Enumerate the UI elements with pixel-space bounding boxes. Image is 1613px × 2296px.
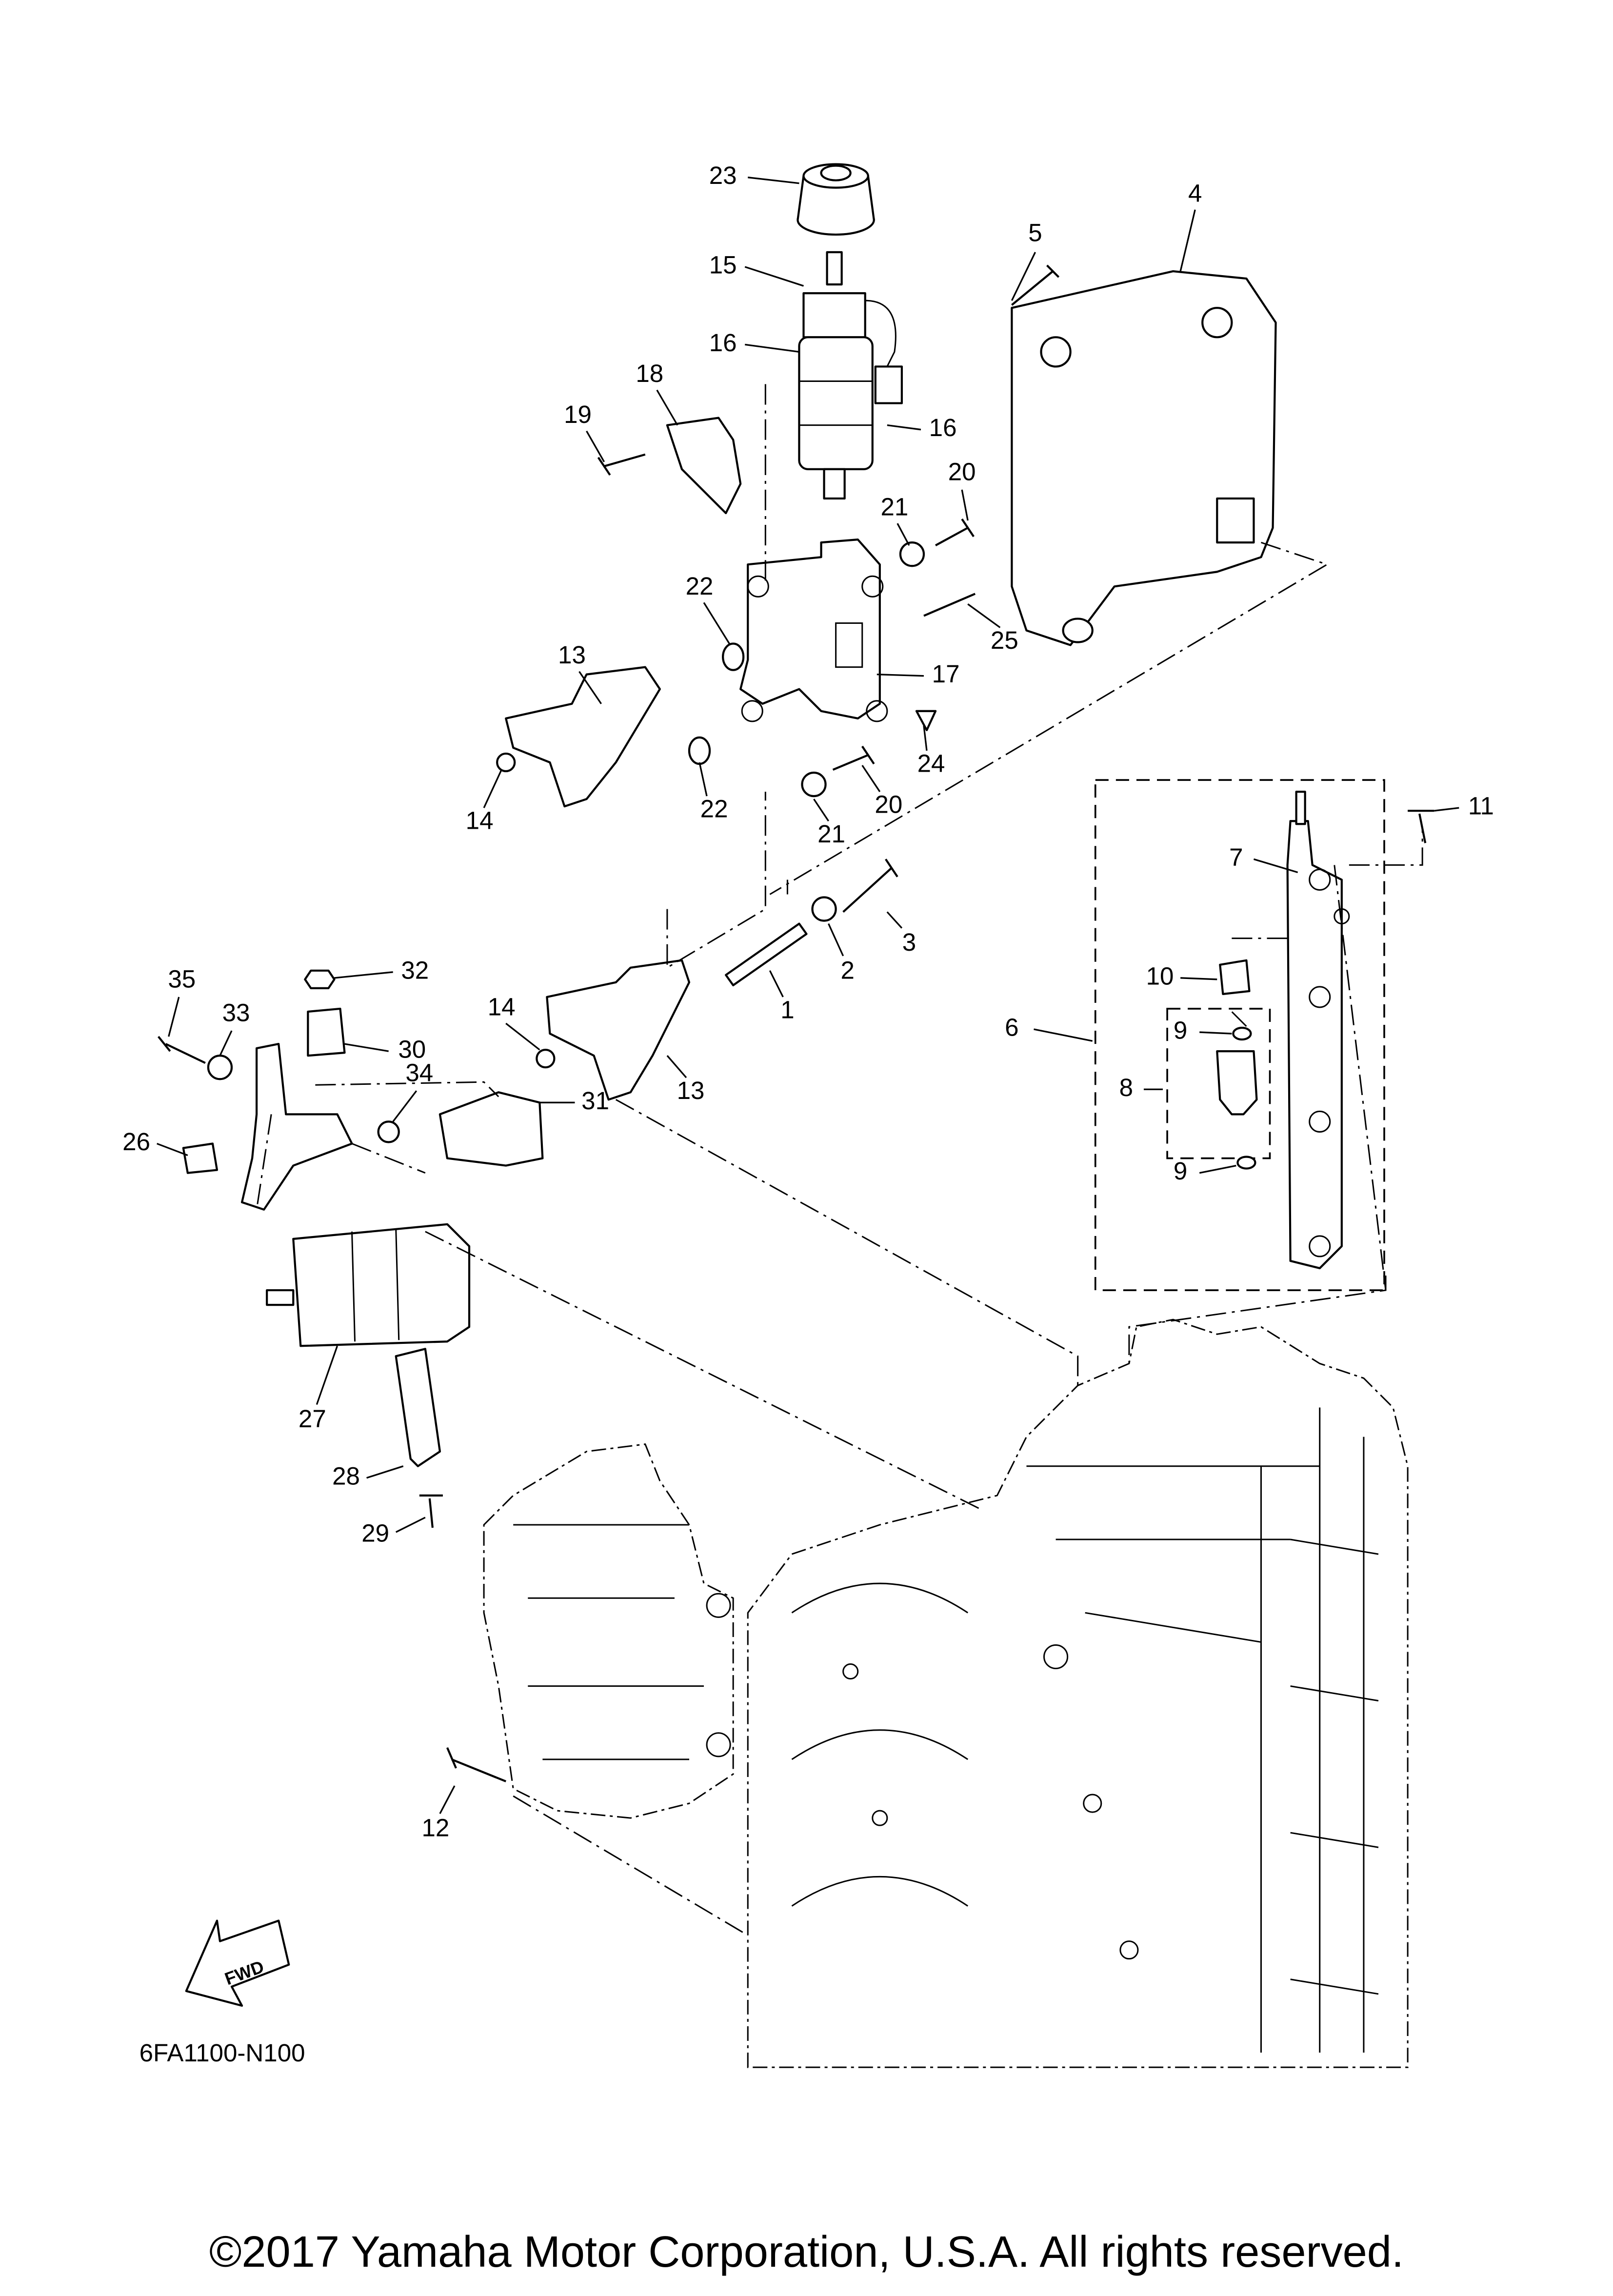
part-4-cover <box>1011 270 1277 646</box>
callout: 25 <box>991 626 1018 654</box>
alignment-lines <box>256 384 1423 1936</box>
callout: 11 <box>1468 792 1494 820</box>
callout: 14 <box>466 807 494 835</box>
part-14-bolt <box>496 752 516 773</box>
cylinder-block <box>747 1318 1409 2068</box>
part-15-fuel-pump <box>798 251 903 500</box>
part-5-bolt <box>1011 264 1060 306</box>
callout: 13 <box>677 1077 705 1104</box>
part-14-bolt <box>536 1049 556 1069</box>
callout: 27 <box>299 1405 326 1433</box>
callout: 5 <box>1028 219 1042 246</box>
callout: 35 <box>168 965 196 993</box>
part-9-o-ring <box>1232 1026 1252 1041</box>
callout: 29 <box>361 1519 389 1547</box>
part-8-injector-box <box>1166 1008 1271 1159</box>
callout: 19 <box>564 400 592 428</box>
callout: 20 <box>948 458 976 485</box>
callout: 2 <box>840 956 854 984</box>
callout: 15 <box>709 251 737 279</box>
part-11-bolt <box>1408 810 1434 843</box>
part-27-canister <box>266 1223 471 1347</box>
callout: 9 <box>1174 1157 1187 1185</box>
callout: 30 <box>398 1036 426 1063</box>
callout: 3 <box>902 928 916 956</box>
callout: 1 <box>780 996 794 1023</box>
part-2-grommet <box>811 896 837 922</box>
fwd-arrow-icon: FWD <box>185 1919 290 2007</box>
callout: 13 <box>558 641 586 669</box>
part-25-band <box>923 593 976 617</box>
callout: 4 <box>1188 179 1202 207</box>
part-21-grommet <box>899 541 925 567</box>
copyright-notice: ©2017 Yamaha Motor Corporation, U.S.A. A… <box>209 2227 1404 2276</box>
part-21-grommet <box>801 771 827 798</box>
part-35-bolt <box>158 1036 206 1064</box>
callout: 21 <box>817 820 845 848</box>
part-1-collar <box>725 922 808 986</box>
part-19-bolt <box>597 453 646 476</box>
callout: 16 <box>709 329 737 357</box>
callout: 10 <box>1146 962 1174 990</box>
part-22-collar <box>688 736 711 765</box>
callout: 26 <box>122 1128 150 1156</box>
callout: 22 <box>686 572 714 600</box>
callout: 23 <box>709 161 737 189</box>
callout: 33 <box>222 998 250 1026</box>
callout: 6 <box>1005 1014 1018 1041</box>
callout: 24 <box>917 750 945 778</box>
side-block <box>483 1443 734 1819</box>
part-31-valve <box>438 1091 544 1167</box>
callout: 21 <box>880 493 908 520</box>
callout: 18 <box>636 359 663 387</box>
part-12-bolt <box>446 1747 506 1782</box>
callout: 8 <box>1119 1074 1133 1101</box>
part-26-clip <box>182 1142 219 1174</box>
part-33-grommet <box>207 1055 233 1080</box>
callout: 17 <box>932 660 960 688</box>
callout: 31 <box>581 1087 609 1115</box>
part-30-bracket <box>307 1007 346 1057</box>
callout: 28 <box>332 1462 360 1490</box>
callout: 7 <box>1229 843 1243 871</box>
callout: 20 <box>875 791 902 819</box>
part-7-fuel-rail <box>1286 790 1350 1270</box>
callout: 22 <box>700 795 728 823</box>
callout: 14 <box>488 993 516 1020</box>
part-8-injector <box>1216 1050 1258 1116</box>
part-22-collar <box>722 642 745 671</box>
callout: 32 <box>401 956 429 984</box>
part-20-bolt <box>935 518 975 546</box>
part-28-bracket <box>395 1348 441 1467</box>
part-13-bracket <box>505 666 661 808</box>
part-3-bolt <box>842 859 898 913</box>
callout: 16 <box>929 414 957 441</box>
callout: 9 <box>1174 1017 1187 1044</box>
leader-lines <box>157 177 1459 1814</box>
part-13-bracket <box>546 959 691 1101</box>
callout: 12 <box>421 1814 449 1842</box>
part-9-o-ring <box>1236 1156 1256 1170</box>
part-23-cap <box>797 163 875 236</box>
part-32-nut <box>304 969 336 989</box>
part-29-bolt <box>419 1494 443 1528</box>
callout: 34 <box>405 1059 433 1087</box>
bracket <box>240 1042 353 1211</box>
part-18-plate <box>666 417 742 515</box>
part-6-fuel-rail-assembly-box <box>1094 779 1385 1291</box>
part-20-bolt <box>832 745 875 771</box>
diagram-code: 6FA1100-N100 <box>139 2039 305 2067</box>
part-34-collar <box>377 1120 400 1143</box>
part-24-clip <box>915 710 937 731</box>
callouts: 23 15 16 16 4 5 19 18 20 21 22 25 13 17 … <box>122 161 1494 1841</box>
part-17-bracket <box>739 539 888 722</box>
part-10-clip <box>1219 959 1251 996</box>
